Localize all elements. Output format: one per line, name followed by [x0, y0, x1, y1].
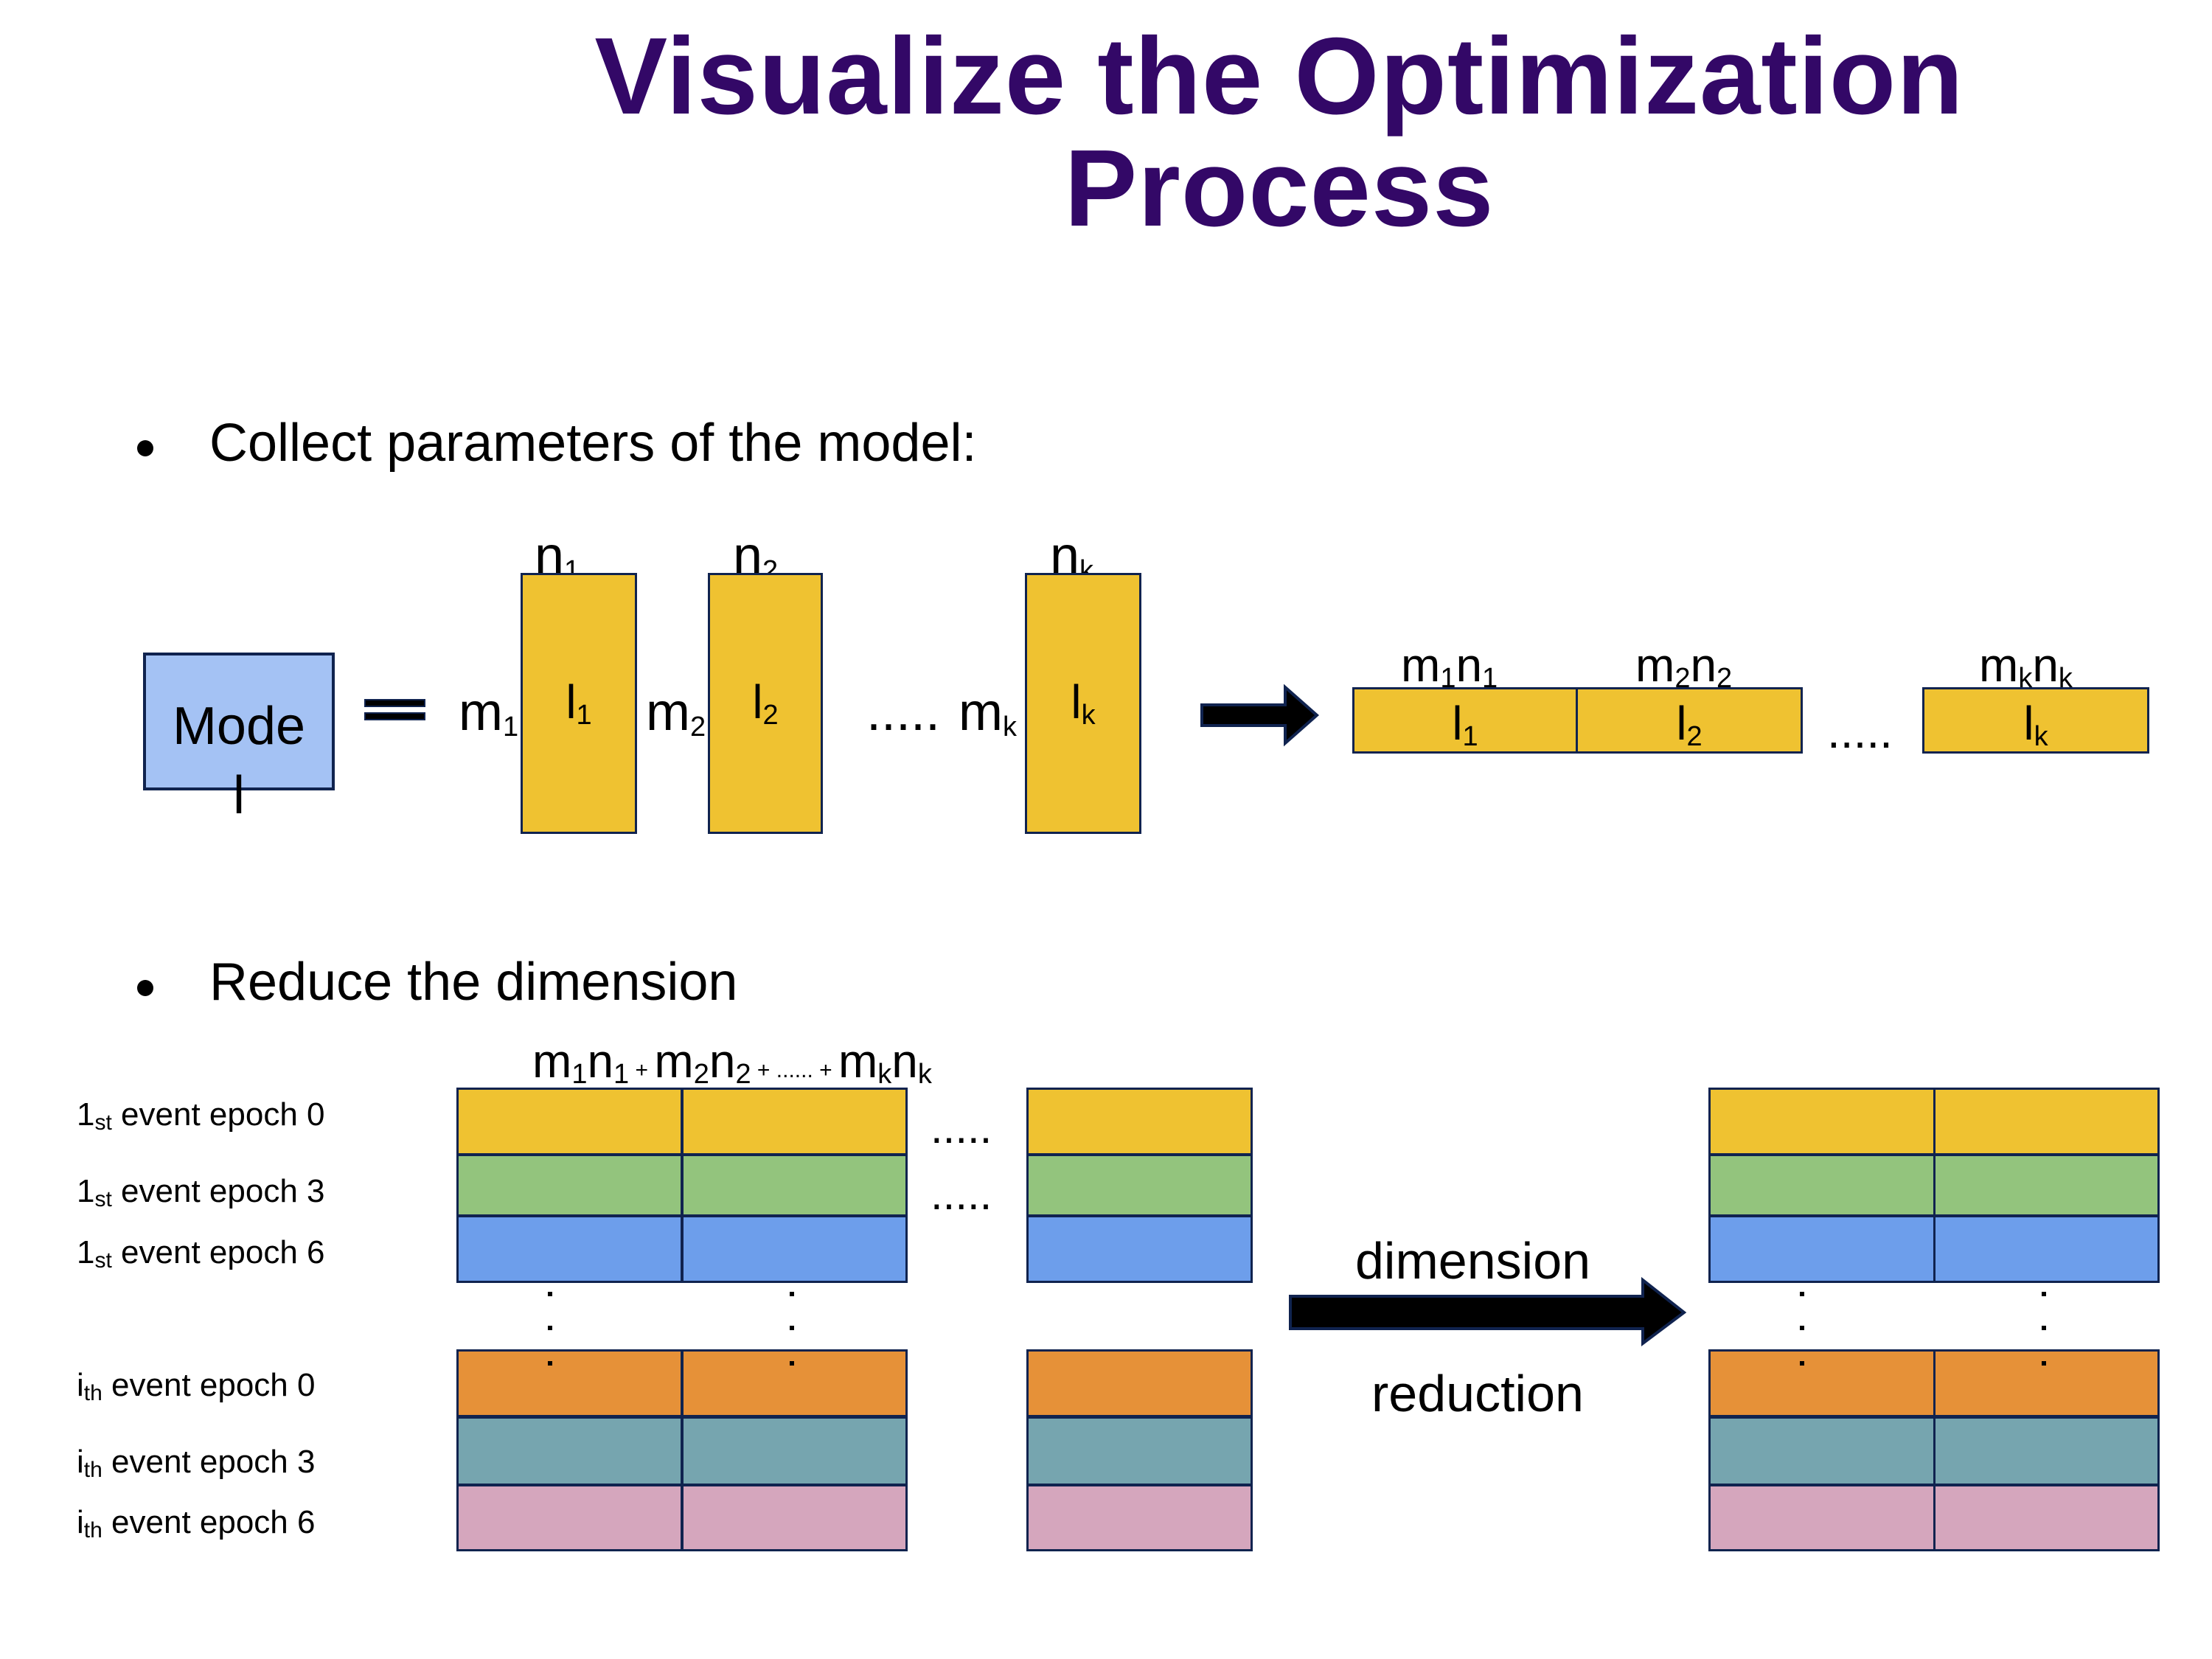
row-ellipsis: ..... — [931, 1169, 992, 1219]
vertical-ellipsis-dot — [548, 1361, 552, 1366]
reduced-matrix-cell — [1933, 1215, 2160, 1283]
model-label: Mode l — [172, 697, 306, 825]
reduced-matrix-cell — [1708, 1349, 1935, 1417]
vertical-ellipsis-dot — [790, 1292, 794, 1296]
arrow-label-reduction: reduction — [1371, 1365, 1584, 1422]
left-matrix-cell — [681, 1154, 908, 1217]
flatk-header: mknk — [1979, 639, 2073, 694]
row-label: 1st event epoch 0 — [77, 1096, 325, 1135]
layerk-row-dim: mk — [959, 683, 1017, 742]
row-label: ith event epoch 3 — [77, 1444, 316, 1482]
left-matrix-last-cell — [1026, 1349, 1253, 1417]
equals-icon — [364, 699, 425, 721]
bullet-icon — [137, 440, 153, 456]
sum-dimension-header: m1n1 + m2n2 + ...... + mknk — [532, 1034, 932, 1090]
arrow-label-dimension: dimension — [1355, 1232, 1591, 1290]
layer1-row-dim: m1 — [459, 683, 519, 742]
vertical-ellipsis-dot — [2042, 1361, 2046, 1366]
vertical-ellipsis-dot — [548, 1292, 552, 1296]
left-matrix-last-cell — [1026, 1416, 1253, 1486]
bullet-icon — [137, 980, 153, 996]
left-matrix-cell — [681, 1416, 908, 1486]
flatk-cell: lk — [1922, 687, 2149, 754]
left-matrix-cell — [456, 1088, 683, 1155]
row-label: ith event epoch 6 — [77, 1504, 316, 1543]
reduced-matrix-cell — [1933, 1088, 2160, 1155]
reduced-matrix-cell — [1708, 1416, 1935, 1486]
flat1-header: m1n1 — [1401, 639, 1498, 694]
vertical-ellipsis-dot — [548, 1326, 552, 1330]
reduced-matrix-cell — [1708, 1484, 1935, 1551]
left-matrix-cell — [681, 1215, 908, 1283]
left-matrix-last-cell — [1026, 1088, 1253, 1155]
row-label: ith event epoch 0 — [77, 1367, 316, 1405]
reduced-matrix-cell — [1933, 1349, 2160, 1417]
row-ellipsis: ..... — [931, 1103, 992, 1152]
left-matrix-cell — [456, 1154, 683, 1217]
bullet-collect-parameters: Collect parameters of the model: — [209, 414, 977, 473]
layer1-matrix: l1 — [521, 573, 637, 834]
layer1-label: l1 — [566, 675, 592, 731]
left-matrix-cell — [681, 1088, 908, 1155]
left-matrix-cell — [456, 1349, 683, 1417]
left-matrix-last-cell — [1026, 1484, 1253, 1551]
reduced-matrix-cell — [1708, 1088, 1935, 1155]
reduced-matrix-cell — [1708, 1154, 1935, 1217]
flatten-arrow-icon — [1200, 684, 1320, 747]
dimension-reduction-arrow-icon — [1289, 1276, 1687, 1346]
slide-title-line1: Visualize the Optimization — [594, 15, 1964, 137]
reduced-matrix-cell — [1933, 1484, 2160, 1551]
left-matrix-cell — [681, 1349, 908, 1417]
flat2-cell: l2 — [1576, 687, 1803, 754]
vertical-ellipsis-dot — [790, 1326, 794, 1330]
bullet-reduce-dimension: Reduce the dimension — [209, 953, 738, 1012]
layer2-matrix: l2 — [708, 573, 823, 834]
vertical-ellipsis-dot — [1800, 1292, 1804, 1296]
slide-title-line2: Process — [1064, 128, 1495, 249]
reduced-matrix-cell — [1933, 1416, 2160, 1486]
left-matrix-cell — [456, 1416, 683, 1486]
vertical-ellipsis-dot — [1800, 1361, 1804, 1366]
row-label: 1st event epoch 6 — [77, 1234, 325, 1273]
flat2-header: m2n2 — [1635, 639, 1733, 694]
reduced-matrix-cell — [1708, 1215, 1935, 1283]
vertical-ellipsis-dot — [2042, 1326, 2046, 1330]
flat1-cell: l1 — [1352, 687, 1578, 754]
layerk-matrix: lk — [1025, 573, 1141, 834]
layer2-label: l2 — [752, 675, 779, 731]
row-label: 1st event epoch 3 — [77, 1173, 325, 1211]
flat-ellipsis: ..... — [1827, 705, 1893, 758]
left-matrix-last-cell — [1026, 1154, 1253, 1217]
left-matrix-last-cell — [1026, 1215, 1253, 1283]
layers-ellipsis: ..... — [866, 683, 941, 742]
model-box: Mode l — [143, 653, 335, 825]
layer2-row-dim: m2 — [646, 683, 706, 742]
vertical-ellipsis-dot — [790, 1361, 794, 1366]
vertical-ellipsis-dot — [1800, 1326, 1804, 1330]
left-matrix-cell — [681, 1484, 908, 1551]
reduced-matrix-cell — [1933, 1154, 2160, 1217]
vertical-ellipsis-dot — [2042, 1292, 2046, 1296]
layerk-label: lk — [1071, 675, 1096, 731]
left-matrix-cell — [456, 1215, 683, 1283]
left-matrix-cell — [456, 1484, 683, 1551]
